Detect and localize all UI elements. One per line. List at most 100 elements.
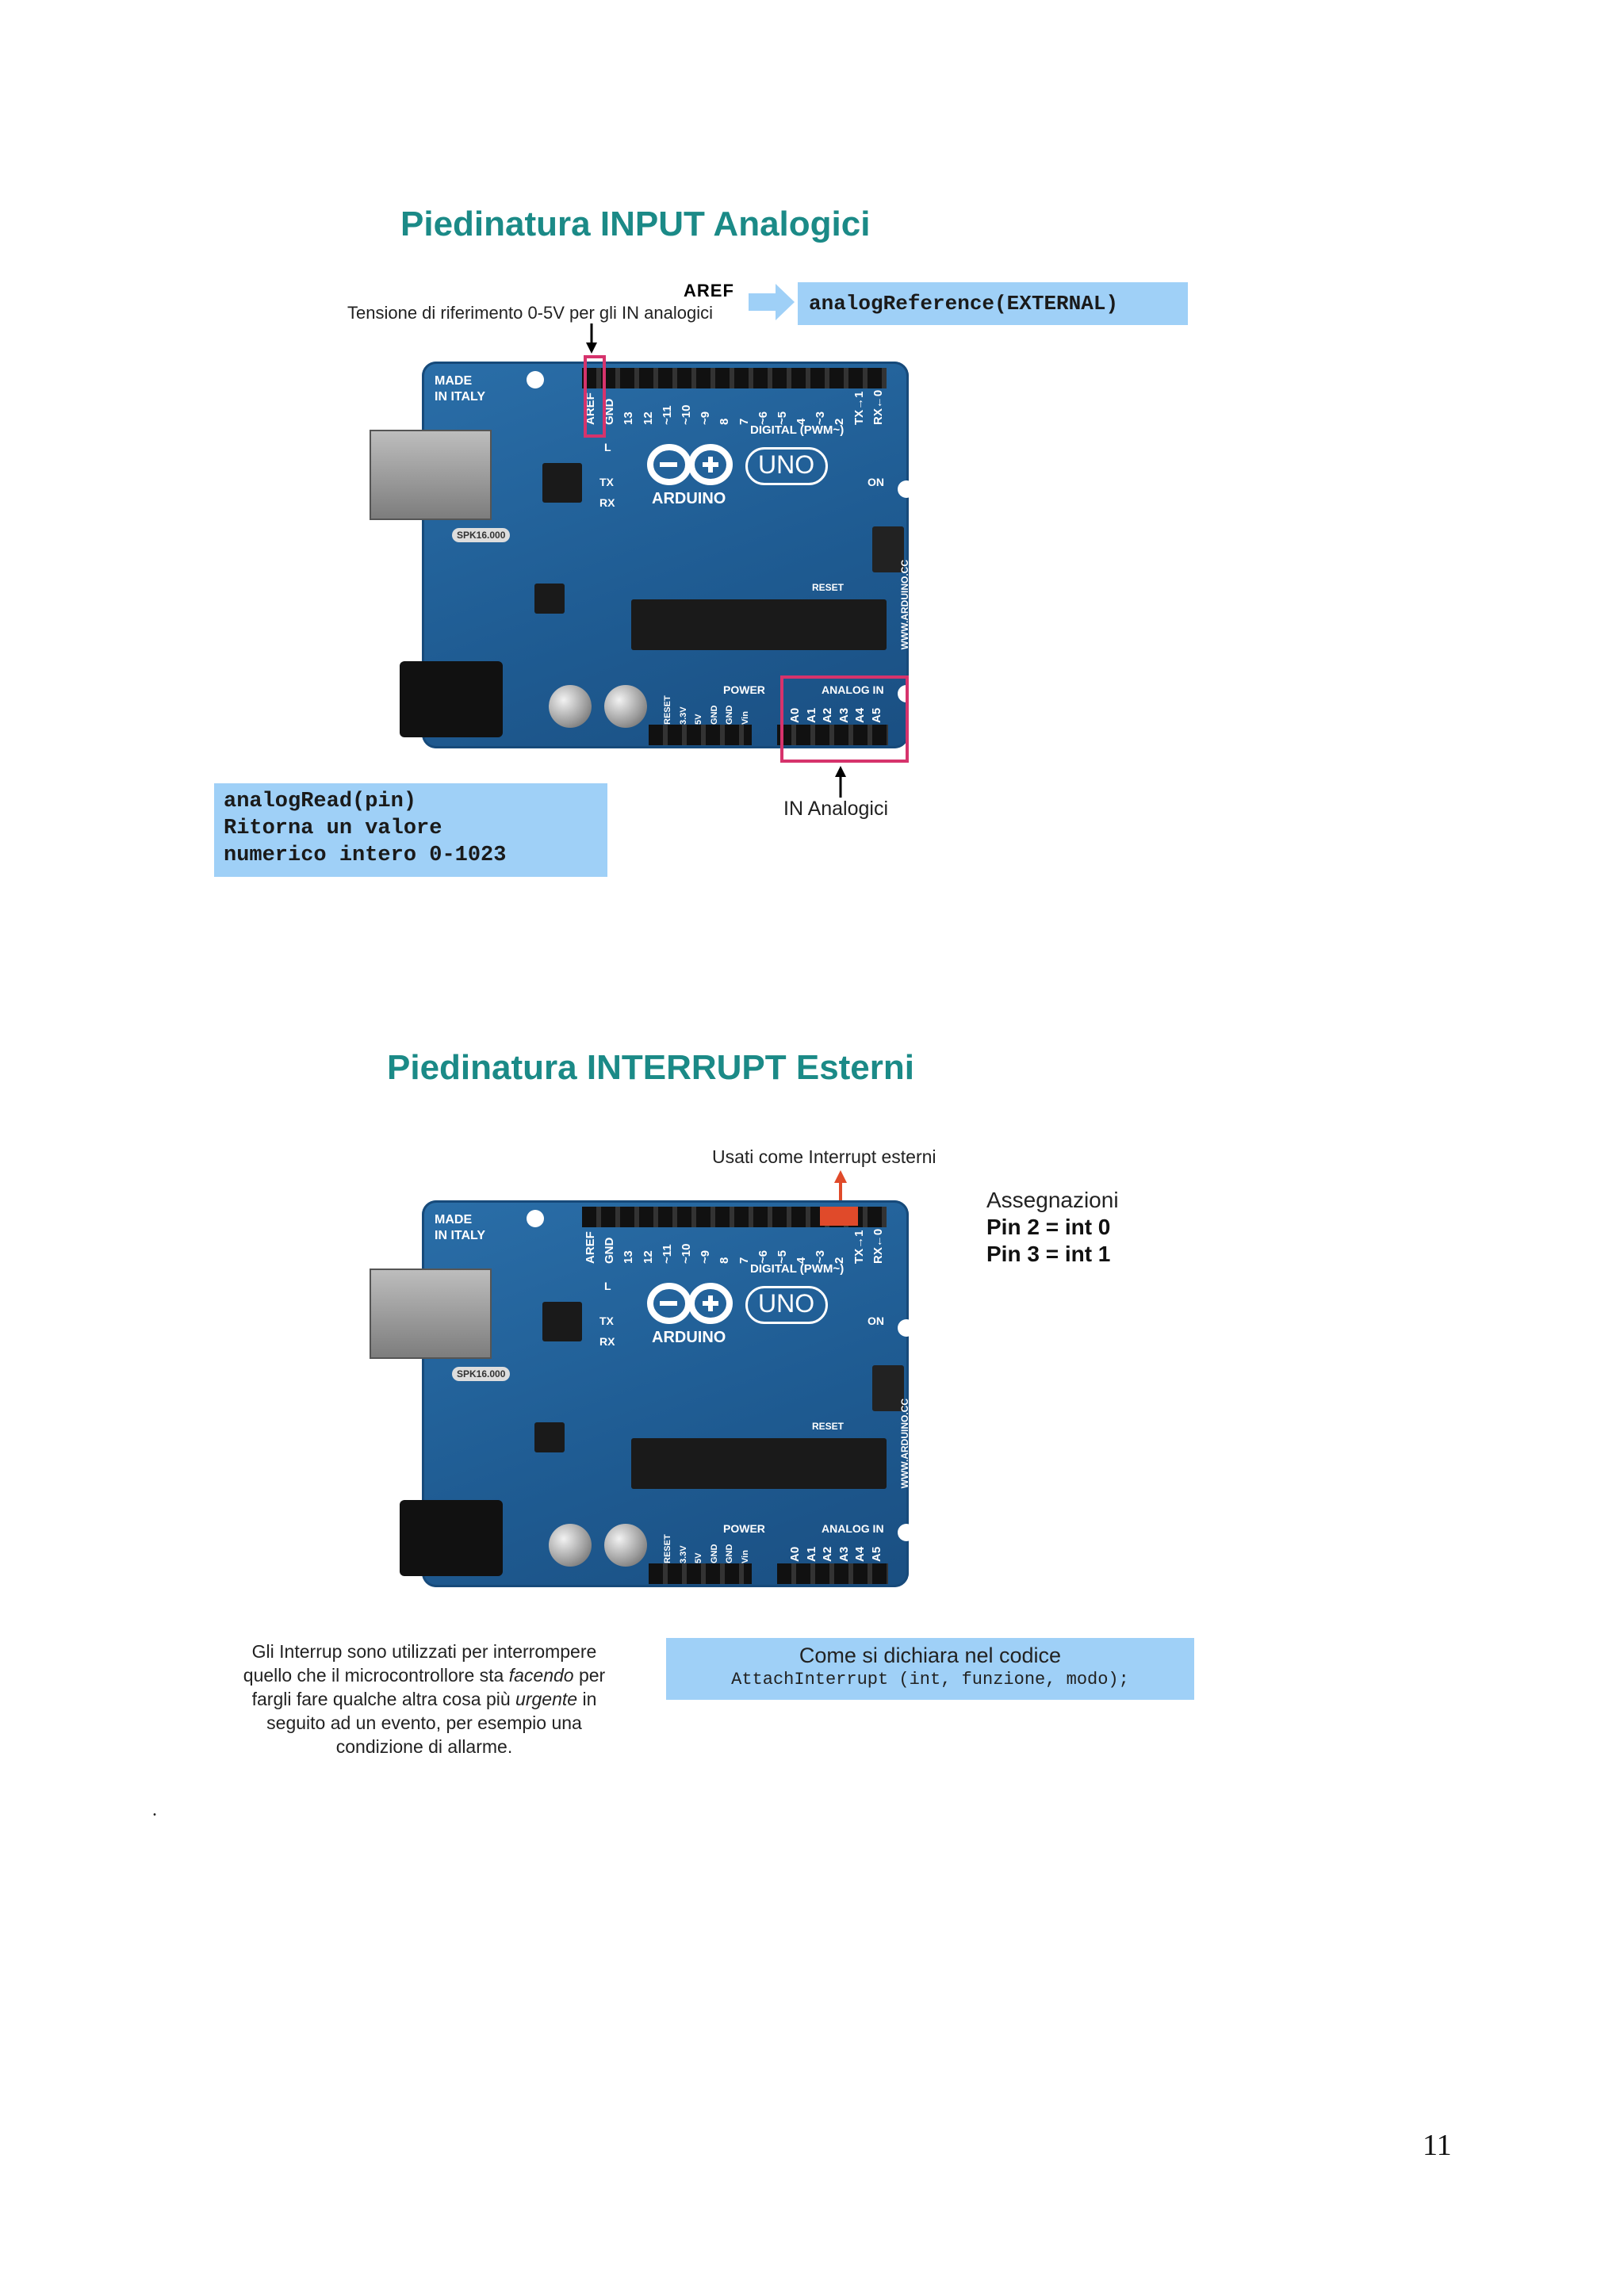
power-pin-labels: RESET 3.3V 5V GND GND Vin (663, 695, 750, 725)
regulator-chip (534, 584, 565, 614)
made-in-line-1: MADE (435, 374, 473, 388)
mount-hole (527, 1210, 544, 1227)
board-pcb (422, 362, 909, 748)
arduino-board-2: MADE IN ITALY UNO ARDUINO DIGITAL (PWM~)… (370, 1191, 925, 1587)
board-brand: ARDUINO (652, 1329, 726, 1346)
regulator-chip (534, 1422, 565, 1452)
pin-label: 13 (622, 411, 636, 425)
pin-label: GND (725, 1544, 735, 1563)
arduino-logo-icon (647, 1283, 733, 1324)
arduino-logo-icon (647, 444, 733, 485)
pin-label: 3.3V (678, 1545, 688, 1563)
l-label: L (604, 441, 611, 453)
power-header (649, 1563, 752, 1584)
digital-label: DIGITAL (PWM~) (750, 423, 845, 437)
pin-label: RESET (663, 695, 672, 725)
pin-label: A1 (804, 1546, 818, 1562)
pin-label: ~6 (756, 411, 770, 425)
board-brand: ARDUINO (652, 490, 726, 507)
pin-label: TX→1 (852, 1230, 866, 1264)
pin-label: 4 (795, 418, 809, 425)
pin-label: 7 (737, 1257, 751, 1264)
usb-connector (370, 430, 492, 520)
pin-label: RESET (663, 1534, 672, 1563)
reset-label: RESET (812, 582, 845, 593)
desc-line-5: condizione di allarme. (335, 1736, 513, 1757)
pin-label: RX←0 (871, 389, 885, 425)
desc-line-1: Gli Interrup sono utilizzati per interro… (251, 1641, 597, 1662)
pin-label: AREF (584, 1231, 597, 1264)
capacitor (604, 685, 647, 728)
power-jack (400, 1500, 503, 1576)
digital-label: DIGITAL (PWM~) (750, 1262, 845, 1276)
uno-badge (745, 447, 828, 485)
analog-label: ANALOG IN (822, 683, 884, 696)
pin-label: ~3 (814, 1249, 828, 1264)
code-declaration-line: AttachInterrupt (int, funzione, modo); (731, 1670, 1129, 1689)
analog-read-line-2: Ritorna un valore (224, 817, 442, 840)
pin-label: 13 (622, 1250, 636, 1264)
capacitor (604, 1524, 647, 1567)
reset-label: RESET (812, 1421, 845, 1432)
pin-label: 5V (694, 714, 704, 725)
mount-hole (898, 1319, 915, 1337)
on-label: ON (868, 476, 884, 488)
stray-dot: . (152, 1800, 157, 1820)
aref-highlight (584, 355, 606, 438)
digital-pin-labels: AREF GND 13 12 ~11 ~10 ~9 8 7 ~6 ~5 4 ~3… (584, 390, 885, 425)
mount-hole (898, 480, 915, 498)
uno-badge (745, 1286, 828, 1324)
pin-label: 2 (833, 1257, 847, 1264)
capacitor (549, 1524, 592, 1567)
analog-label: ANALOG IN (822, 1522, 884, 1535)
rx-label: RX (599, 1335, 615, 1348)
pin-label: 8 (718, 418, 732, 425)
analog-highlight (780, 675, 909, 763)
pin-label: A5 (869, 1546, 883, 1562)
desc-line-4: seguito ad un evento, per esempio una (266, 1712, 582, 1733)
rx-label: RX (599, 496, 615, 509)
power-label: POWER (723, 1522, 765, 1535)
pin-label: Vin (740, 1550, 750, 1563)
pin-label: A2 (821, 1546, 835, 1562)
pin-label: GND (725, 705, 735, 725)
page-number: 11 (1423, 2129, 1452, 2162)
section2-title: Piedinatura INTERRUPT Esterni (387, 1048, 915, 1087)
made-in-line-2: IN ITALY (435, 1229, 486, 1242)
pin-label: RX←0 (871, 1228, 885, 1264)
usb-chip (542, 463, 582, 503)
pin-label: GND (709, 705, 719, 725)
tx-label: TX (599, 476, 614, 488)
aref-code: analogReference(EXTERNAL) (809, 292, 1119, 316)
made-in-line-2: IN ITALY (435, 390, 486, 404)
pin-label: ~11 (660, 405, 674, 425)
pin3-assignment: Pin 3 = int 1 (986, 1242, 1111, 1266)
pin-label: ~5 (775, 411, 789, 425)
pin-label: ~6 (756, 1249, 770, 1264)
pin-label: 12 (641, 411, 655, 425)
pin-label: ~9 (699, 411, 713, 425)
analog-read-line-3: numerico intero 0-1023 (224, 844, 507, 867)
code-declaration-title: Come si dichiara nel codice (799, 1644, 1062, 1667)
pin-label: GND (603, 1237, 617, 1264)
pin-label: ~9 (699, 1249, 713, 1264)
crystal-label: SPK16.000 (452, 1367, 511, 1381)
interrupt-pins-highlight (820, 1207, 858, 1226)
pin-label: 7 (737, 418, 751, 425)
board-model: UNO (758, 450, 815, 479)
digital-header (582, 368, 887, 388)
analog-header (777, 725, 888, 745)
power-label: POWER (723, 683, 765, 696)
l-label: L (604, 1280, 611, 1292)
pin-label: 3.3V (678, 706, 688, 725)
pin-label: A3 (837, 1546, 851, 1562)
arrow-up-red-icon (834, 1170, 847, 1202)
code-declaration-box: Come si dichiara nel codice AttachInterr… (666, 1638, 1194, 1700)
board-pcb (422, 1200, 909, 1587)
pin-label: Vin (740, 711, 750, 725)
pin-label: A4 (853, 1546, 868, 1562)
pin-label: ~10 (679, 1243, 693, 1264)
made-in-line-1: MADE (435, 1213, 473, 1226)
arrow-right-icon (749, 284, 795, 320)
url-label: WWW.ARDUINO.CC (899, 1399, 910, 1489)
